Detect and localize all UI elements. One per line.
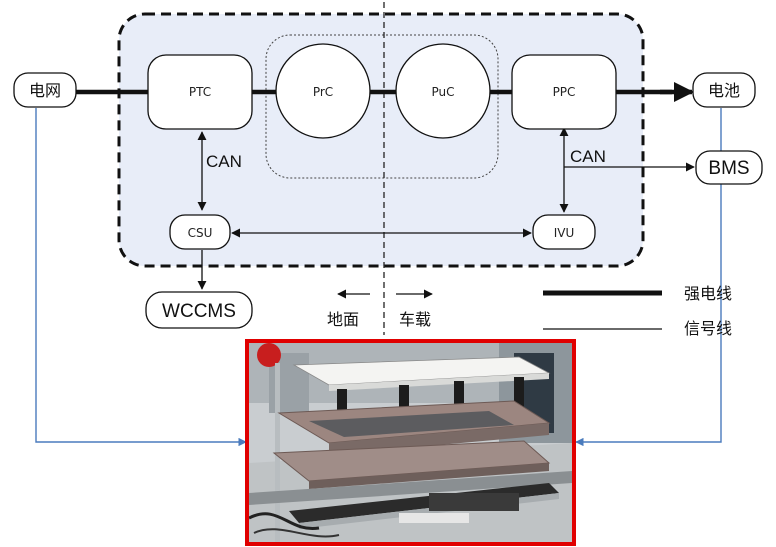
node-prc: PrC <box>275 43 371 139</box>
node-grid-label: 电网 <box>29 81 61 100</box>
node-prc-label: PrC <box>313 85 333 99</box>
node-ptc-label: PTC <box>189 85 211 99</box>
legend: 强电线 信号线 <box>543 284 732 338</box>
node-ppc: PPC <box>511 54 617 130</box>
node-battery: 电池 <box>692 72 756 108</box>
node-battery-label: 电池 <box>708 81 740 100</box>
node-puc-label: PuC <box>431 85 454 99</box>
signal-line-grid-to-rig <box>35 108 247 447</box>
node-wccms: WCCMS <box>145 291 253 329</box>
node-ivu: IVU <box>532 214 596 250</box>
node-bms-label: BMS <box>708 158 749 179</box>
can-label-left: CAN <box>206 152 242 171</box>
coil-group-boundary <box>265 34 499 179</box>
node-ptc: PTC <box>147 54 253 130</box>
vehicle-label: 车载 <box>399 310 431 329</box>
node-puc: PuC <box>395 43 491 139</box>
legend-power-label: 强电线 <box>684 284 732 303</box>
node-csu-label: CSU <box>188 226 213 240</box>
node-grid: 电网 <box>13 72 77 108</box>
node-wccms-label: WCCMS <box>162 301 236 322</box>
node-ivu-label: IVU <box>554 226 575 240</box>
ground-label: 地面 <box>327 310 359 329</box>
can-label-right: CAN <box>570 147 606 166</box>
node-csu: CSU <box>169 214 231 250</box>
test-rig-photo <box>245 339 576 546</box>
signal-line-battery-to-rig <box>575 108 722 447</box>
legend-signal-label: 信号线 <box>684 319 732 338</box>
node-bms: BMS <box>695 150 763 185</box>
node-ppc-label: PPC <box>553 85 576 99</box>
